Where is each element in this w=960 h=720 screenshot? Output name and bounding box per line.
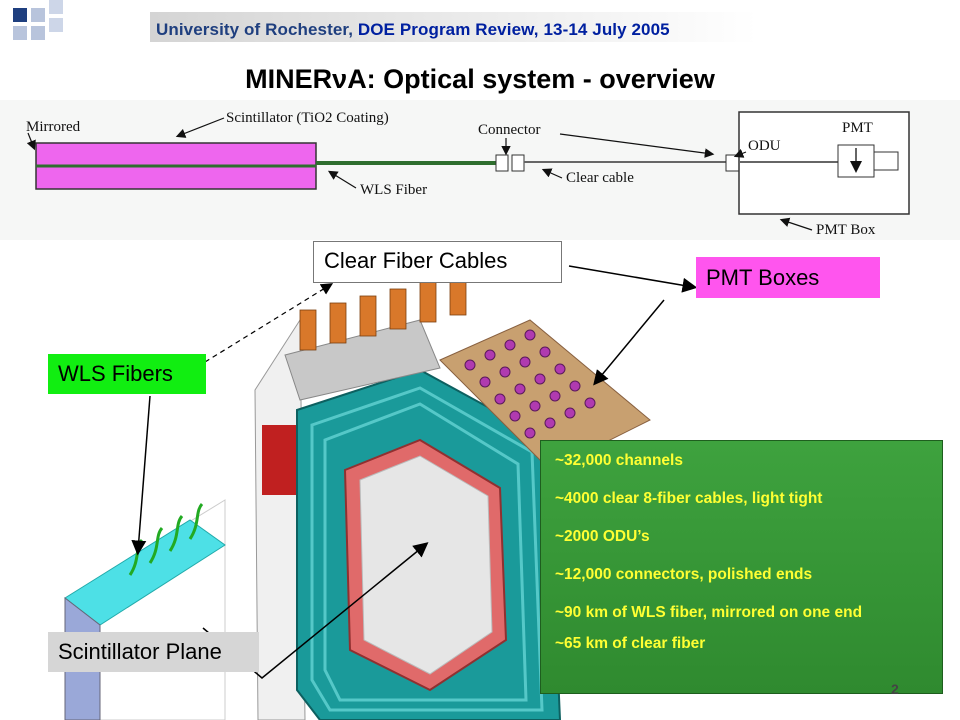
logo-square bbox=[31, 26, 45, 40]
optical-schematic: Mirrored Scintillator (TiO2 Coating) WLS… bbox=[0, 100, 960, 240]
fiber-cable-bundle bbox=[299, 274, 467, 351]
detector-frame bbox=[254, 318, 306, 720]
arrow-wls bbox=[327, 170, 357, 189]
label-connector: Connector bbox=[478, 122, 540, 138]
detector-illustration bbox=[64, 265, 698, 720]
logo-square bbox=[31, 8, 45, 22]
page-title: MINERνA: Optical system - overview bbox=[0, 64, 960, 95]
arrow-scintillator bbox=[175, 117, 225, 138]
pmt-base bbox=[873, 151, 899, 171]
connector-right bbox=[511, 154, 525, 172]
logo-square bbox=[49, 0, 63, 14]
spec-item: ~12,000 connectors, polished ends bbox=[555, 566, 813, 583]
arrow-pmt-box bbox=[779, 217, 813, 231]
page-number: 2 bbox=[891, 681, 899, 697]
arrow-connector-right bbox=[559, 133, 715, 158]
scintillator-plane-label: Scintillator Plane bbox=[48, 632, 259, 672]
spec-item: ~32,000 channels bbox=[555, 452, 683, 469]
arrow-pmt-boxes bbox=[593, 299, 665, 386]
arrow-odu bbox=[733, 148, 747, 158]
arrow-mirrored bbox=[26, 132, 36, 151]
clear-fiber-cables-label: Clear Fiber Cables bbox=[313, 241, 562, 283]
logo-square bbox=[49, 18, 63, 32]
title-prefix: MINER bbox=[245, 64, 333, 94]
label-pmt-box: PMT Box bbox=[816, 222, 876, 238]
arrow-clear-cable bbox=[541, 168, 563, 179]
title-nu: ν bbox=[332, 64, 348, 94]
detector-layer bbox=[310, 386, 544, 712]
pmt-box-array bbox=[464, 329, 596, 439]
connector-left bbox=[495, 154, 509, 172]
header-text: University of Rochester, DOE Program Rev… bbox=[150, 20, 960, 40]
arrow-wls-fibers bbox=[131, 395, 151, 556]
label-wls-fiber: WLS Fiber bbox=[360, 182, 427, 198]
wls-fibers-label: WLS Fibers bbox=[48, 354, 206, 394]
title-suffix: A: Optical system - overview bbox=[347, 64, 715, 94]
header-org: University of Rochester, bbox=[156, 20, 354, 39]
scintillator-plane-surface bbox=[359, 455, 493, 675]
pmt-boxes-label: PMT Boxes bbox=[696, 257, 880, 298]
logo-square bbox=[13, 8, 27, 22]
label-scintillator: Scintillator (TiO2 Coating) bbox=[226, 110, 389, 126]
arrow-cables-to-pmt bbox=[568, 265, 698, 293]
spec-item: ~90 km of WLS fiber, mirrored on one end bbox=[555, 604, 863, 621]
arrow-wls-dashed bbox=[204, 283, 334, 363]
spec-item: ~4000 clear 8-fiber cables, light tight bbox=[555, 490, 823, 507]
header-event: DOE Program Review, 13-14 July 2005 bbox=[357, 20, 670, 39]
odu-connector bbox=[725, 154, 741, 172]
spec-item: ~65 km of clear fiber bbox=[555, 635, 706, 652]
label-pmt: PMT bbox=[842, 120, 873, 136]
label-mirrored: Mirrored bbox=[26, 119, 81, 135]
spec-item: ~2000 ODU’s bbox=[555, 528, 650, 545]
label-clear-cable: Clear cable bbox=[566, 170, 634, 186]
logo-square bbox=[13, 26, 27, 40]
header-bar bbox=[150, 12, 960, 42]
specs-box: ~32,000 channels ~4000 clear 8-fiber cab… bbox=[540, 440, 943, 694]
red-support bbox=[262, 425, 302, 495]
detector-layer bbox=[323, 402, 528, 702]
label-odu: ODU bbox=[748, 138, 781, 154]
